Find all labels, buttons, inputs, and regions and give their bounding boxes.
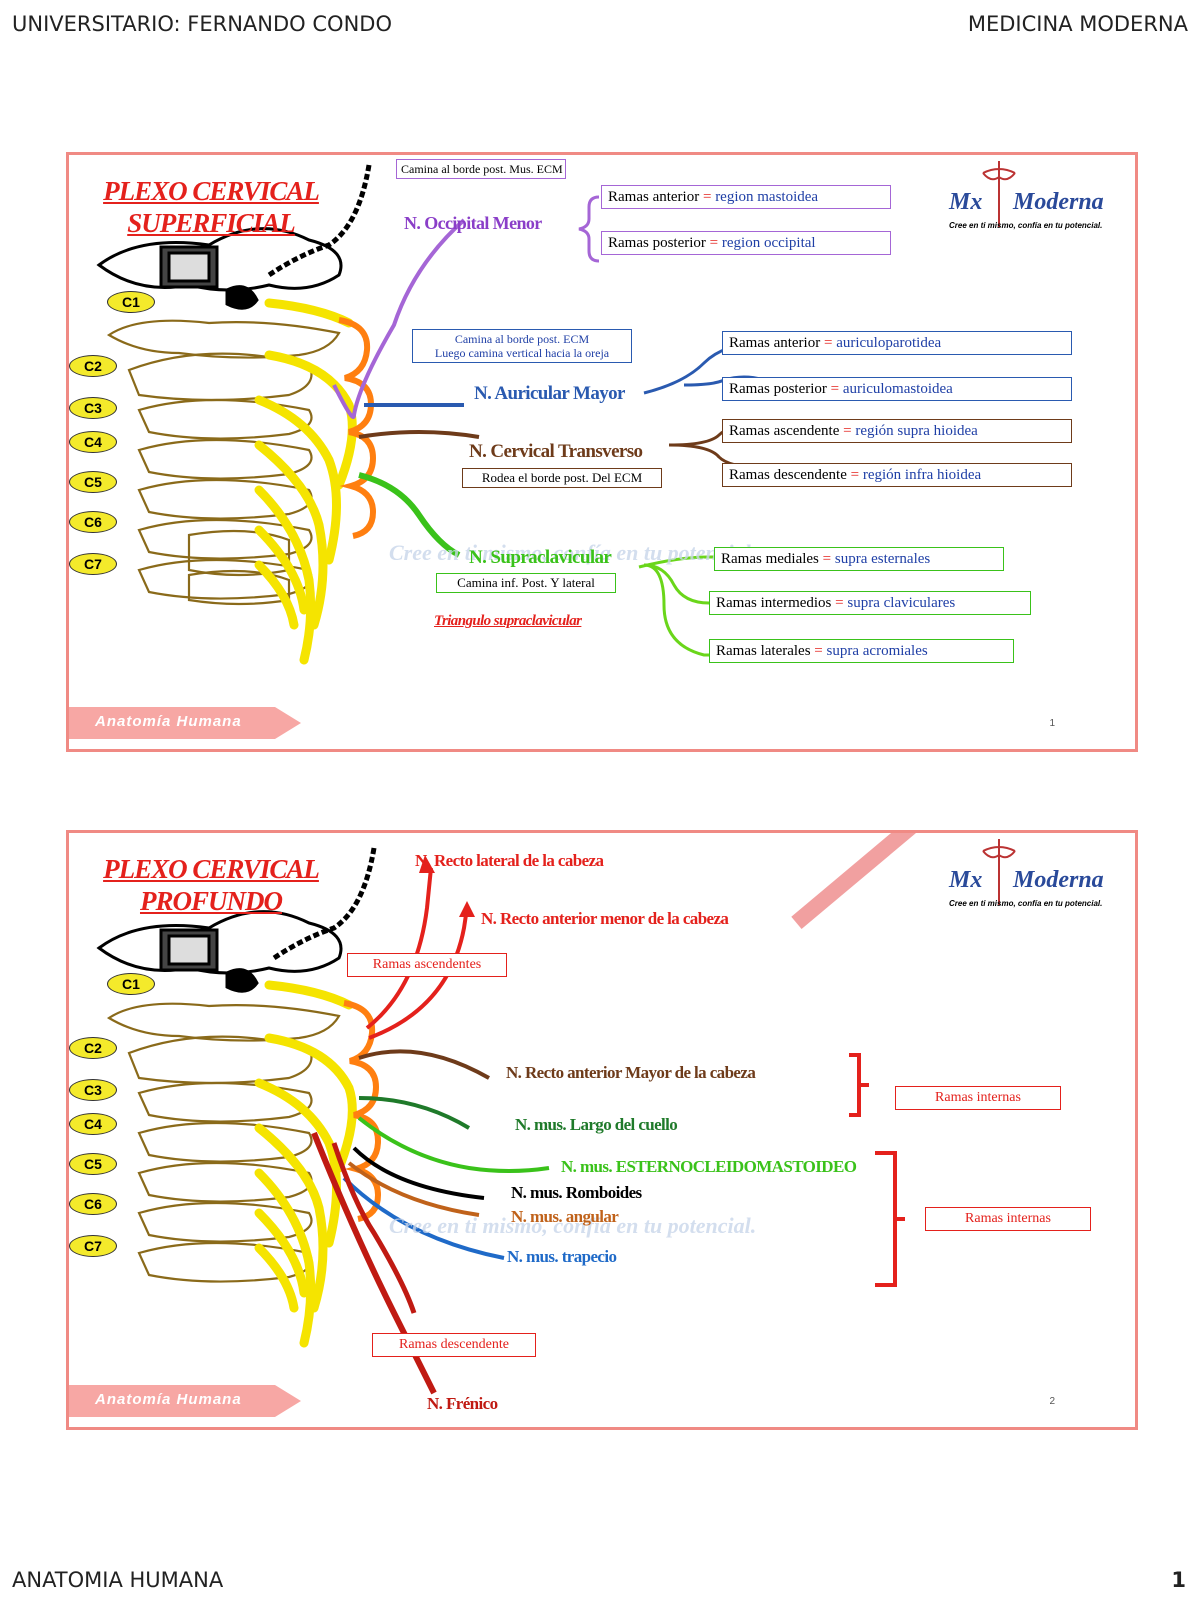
cervical-branch-ascendente: Ramas ascendente = región supra hioidea xyxy=(722,419,1072,443)
title-line-1: PLEXO CERVICAL xyxy=(103,176,320,206)
cervical-transverso-label: N. Cervical Transverso xyxy=(469,441,643,462)
romboides-label: N. mus. Romboides xyxy=(511,1183,642,1202)
recto-anterior-mayor-label: N. Recto anterior Mayor de la cabeza xyxy=(506,1063,756,1082)
ramas-ascendentes-box: Ramas ascendentes xyxy=(347,953,507,977)
title-line-2: SUPERFICIAL xyxy=(127,208,296,238)
vertebra-c5-label: C5 xyxy=(69,1153,117,1175)
occipital-branch-posterior: Ramas posterior = region occipital xyxy=(601,231,891,255)
header-left: UNIVERSITARIO: FERNANDO CONDO xyxy=(12,12,392,36)
triangulo-supraclavicular-label: Triangulo supraclavicular xyxy=(434,613,582,629)
section-tag: Anatomía Humana xyxy=(95,1391,242,1408)
angular-label: N. mus. angular xyxy=(511,1207,619,1226)
watermark-slogan: Cree en ti mismo, confía en tu potencial… xyxy=(389,540,757,565)
header-right: MEDICINA MODERNA xyxy=(967,12,1188,36)
slide-number: 1 xyxy=(1049,718,1055,729)
frenico-label: N. Frénico xyxy=(427,1394,498,1413)
occipital-branch-anterior: Ramas anterior = region mastoidea xyxy=(601,185,891,209)
ramas-descendente-box: Ramas descendente xyxy=(372,1333,536,1357)
slide-profundo: Cree en ti mismo, confía en tu potencial… xyxy=(66,830,1138,1430)
vertebra-c6-label: C6 xyxy=(69,511,117,533)
vertebra-c7-label: C7 xyxy=(69,1235,117,1257)
trapecio-label: N. mus. trapecio xyxy=(507,1247,617,1266)
vertebra-c3-label: C3 xyxy=(69,397,117,419)
supraclavicular-label: N. Supraclavicular xyxy=(469,547,612,568)
cervical-transverso-note: Rodea el borde post. Del ECM xyxy=(462,468,662,488)
auricular-branch-posterior: Ramas posterior = auriculomastoidea xyxy=(722,377,1072,401)
vertebra-c2-label: C2 xyxy=(69,1037,117,1059)
vertebra-c7-label: C7 xyxy=(69,553,117,575)
recto-lateral-label: N. Recto lateral de la cabeza xyxy=(415,851,604,870)
vertebra-c5-label: C5 xyxy=(69,471,117,493)
title-line-1: PLEXO CERVICAL xyxy=(103,854,320,884)
ramas-internas-box-1: Ramas internas xyxy=(895,1086,1061,1110)
slide-title: PLEXO CERVICAL PROFUNDO xyxy=(91,853,331,917)
auricular-branch-anterior: Ramas anterior = auriculoparotidea xyxy=(722,331,1072,355)
watermark-slogan: Cree en ti mismo, confía en tu potencial… xyxy=(389,1213,757,1238)
section-tag: Anatomía Humana xyxy=(95,713,242,730)
supraclavicular-branch-intermedios: Ramas intermedios = supra claviculares xyxy=(709,591,1031,615)
supraclavicular-note: Camina inf. Post. Y lateral xyxy=(436,573,616,593)
spine-illustration xyxy=(69,833,925,1417)
ramas-internas-box-2: Ramas internas xyxy=(925,1207,1091,1231)
vertebra-c2-label: C2 xyxy=(69,355,117,377)
largo-del-cuello-label: N. mus. Largo del cuello xyxy=(515,1115,678,1134)
esternocleidomastoideo-label: N. mus. ESTERNOCLEIDOMASTOIDEO xyxy=(561,1157,857,1176)
vertebra-c4-label: C4 xyxy=(69,1113,117,1135)
occipital-note: Camina al borde post. Mus. ECM xyxy=(396,159,566,179)
vertebra-c3-label: C3 xyxy=(69,1079,117,1101)
supraclavicular-branch-mediales: Ramas mediales = supra esternales xyxy=(714,547,1004,571)
caduceus-icon xyxy=(982,839,1016,905)
vertebra-c1-label: C1 xyxy=(107,973,155,995)
vertebra-c6-label: C6 xyxy=(69,1193,117,1215)
recto-anterior-menor-label: N. Recto anterior menor de la cabeza xyxy=(481,909,729,928)
vertebra-c4-label: C4 xyxy=(69,431,117,453)
slide-number: 2 xyxy=(1049,1396,1055,1407)
auricular-mayor-label: N. Auricular Mayor xyxy=(474,383,625,404)
slide-superficial: Cree en ti mismo, confía en tu potencial… xyxy=(66,152,1138,752)
cervical-branch-descendente: Ramas descendente = región infra hioidea xyxy=(722,463,1072,487)
vertebra-c1-label: C1 xyxy=(107,291,155,313)
caduceus-icon xyxy=(982,161,1016,227)
footer-page-number: 1 xyxy=(1171,1568,1186,1592)
footer-left: ANATOMIA HUMANA xyxy=(12,1568,224,1592)
slide-title: PLEXO CERVICAL SUPERFICIAL xyxy=(91,175,331,239)
title-line-2: PROFUNDO xyxy=(139,886,283,916)
supraclavicular-branch-laterales: Ramas laterales = supra acromiales xyxy=(709,639,1014,663)
occipital-menor-label: N. Occipital Menor xyxy=(404,213,542,233)
